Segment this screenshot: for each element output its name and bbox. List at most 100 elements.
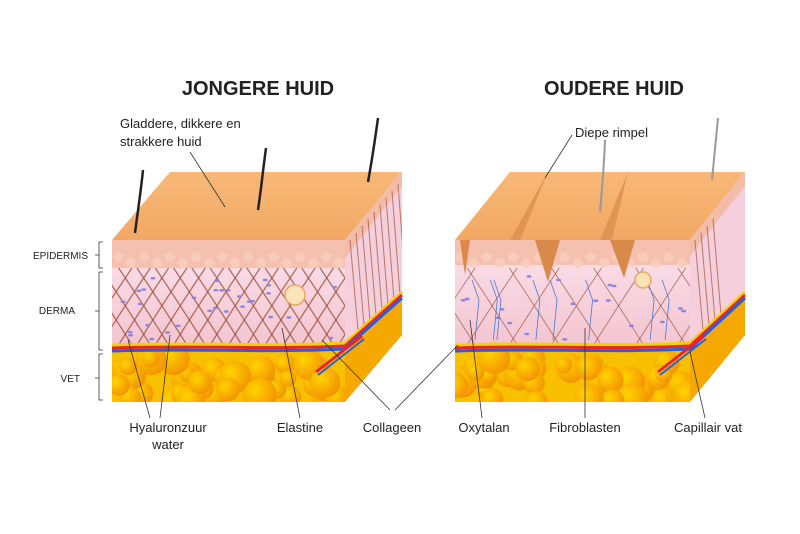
epidermis-cell [165, 252, 175, 262]
collagen-fiber [118, 267, 170, 346]
hyaluronic-dot [145, 323, 151, 327]
collagen-fiber [694, 239, 704, 331]
collagen-fiber [361, 225, 371, 321]
hyaluronic-dot [681, 309, 687, 313]
oxytalan-fiber [661, 279, 670, 341]
skin-surface-young [112, 172, 402, 240]
hyaluronic-dot [495, 316, 501, 320]
hyaluronic-dot [562, 338, 568, 341]
collagen-fiber [191, 267, 243, 346]
artery [454, 293, 747, 350]
epidermis-cell [191, 252, 201, 262]
fat-cell [280, 370, 297, 387]
collagen-fiber [246, 267, 298, 346]
epidermis-cell [638, 252, 648, 262]
collagen-fiber [706, 225, 716, 321]
collagen-fiber [700, 232, 710, 326]
fat-cell [187, 370, 212, 395]
epidermis-cell [586, 252, 596, 262]
epidermis-cell [321, 252, 331, 262]
collagen-fiber [355, 232, 365, 326]
fat-cell [574, 384, 604, 402]
collagen-fiber [677, 267, 690, 287]
fat-cell [481, 388, 504, 402]
hyaluronic-dot [611, 284, 617, 288]
vein [111, 296, 404, 353]
hair [599, 139, 606, 213]
epidermis-cell [677, 258, 687, 268]
hyaluronic-dot [555, 278, 561, 282]
collagen-fiber [112, 312, 133, 346]
callout-capillary: Capillair vat [674, 420, 742, 435]
collagen-fiber [301, 276, 345, 346]
fat-cell [597, 366, 624, 394]
epidermis-cell [560, 252, 570, 262]
epidermis-cell [256, 258, 266, 268]
collagen-fiber [712, 218, 722, 316]
callout-hyaluronic-line1: Hyaluronzuur [129, 420, 207, 435]
epidermis-cell [113, 252, 123, 262]
hyaluronic-dot [141, 288, 147, 291]
hyaluronic-dot [165, 331, 171, 334]
artery [111, 293, 404, 350]
hyaluronic-dot [150, 276, 156, 280]
fat-cell [576, 354, 602, 381]
hyaluronic-dot [223, 310, 229, 313]
epidermis-cell [269, 252, 279, 262]
hyaluronic-dot [677, 307, 683, 310]
hyaluronic-dot [262, 278, 268, 282]
wrinkle [535, 240, 560, 282]
collagen-fiber [373, 211, 383, 311]
hyaluronic-dot [136, 289, 142, 293]
fat-cell [555, 356, 573, 374]
epidermis-cell [599, 258, 609, 268]
fat-cell [216, 377, 240, 402]
epidermis-cell [126, 258, 136, 268]
hyaluronic-dot [219, 289, 225, 292]
hyaluronic-dot [460, 298, 466, 302]
title-young-skin: JONGERE HUID [182, 78, 334, 100]
callout-smooth-skin-line2: strakkere huid [120, 134, 202, 149]
hyaluronic-dot [286, 316, 292, 319]
wrinkle [610, 240, 635, 278]
hyaluronic-dot [213, 288, 219, 292]
collagen-fiber [379, 204, 389, 306]
collagen-fiber [227, 267, 280, 346]
hyaluronic-dot [266, 291, 272, 295]
layer-brackets [95, 241, 103, 401]
hyaluronic-dot [191, 296, 197, 300]
collagen-fiber [385, 197, 395, 301]
hyaluronic-dot [137, 302, 143, 306]
collagen-fiber [635, 267, 687, 346]
hyaluronic-dot [236, 295, 242, 298]
old-skin-block [454, 117, 747, 402]
collagen-fiber [455, 267, 476, 299]
hyaluronic-dot [212, 306, 218, 310]
collagen-fiber [173, 267, 225, 346]
hyaluronic-dot [225, 288, 231, 292]
hyaluronic-dot [499, 308, 505, 311]
collagen-fiber [154, 267, 206, 346]
fat-cell [600, 389, 625, 402]
hyaluronic-dot [464, 297, 470, 301]
collagen-fiber [677, 325, 690, 346]
hyaluronic-dot [524, 332, 530, 336]
collagen-fiber [391, 190, 401, 296]
fat-cell [243, 378, 277, 402]
label-epidermis: EPIDERMIS [33, 251, 88, 262]
collagen-fiber [112, 267, 151, 328]
hyaluronic-dot [240, 305, 246, 308]
hyaluronic-dot [328, 336, 334, 340]
oxytalan-fiber [585, 279, 593, 341]
hyaluronic-dot [659, 320, 665, 324]
hyaluronic-dot [214, 279, 220, 283]
hyaluronic-dot [175, 324, 181, 328]
hair [133, 169, 145, 234]
collagen-fiber [337, 267, 345, 280]
epidermis-cell [152, 258, 162, 268]
label-derma: DERMA [39, 306, 75, 317]
leader-lines [127, 134, 706, 419]
fat-cell [246, 355, 276, 385]
epidermis-cell [243, 252, 253, 262]
